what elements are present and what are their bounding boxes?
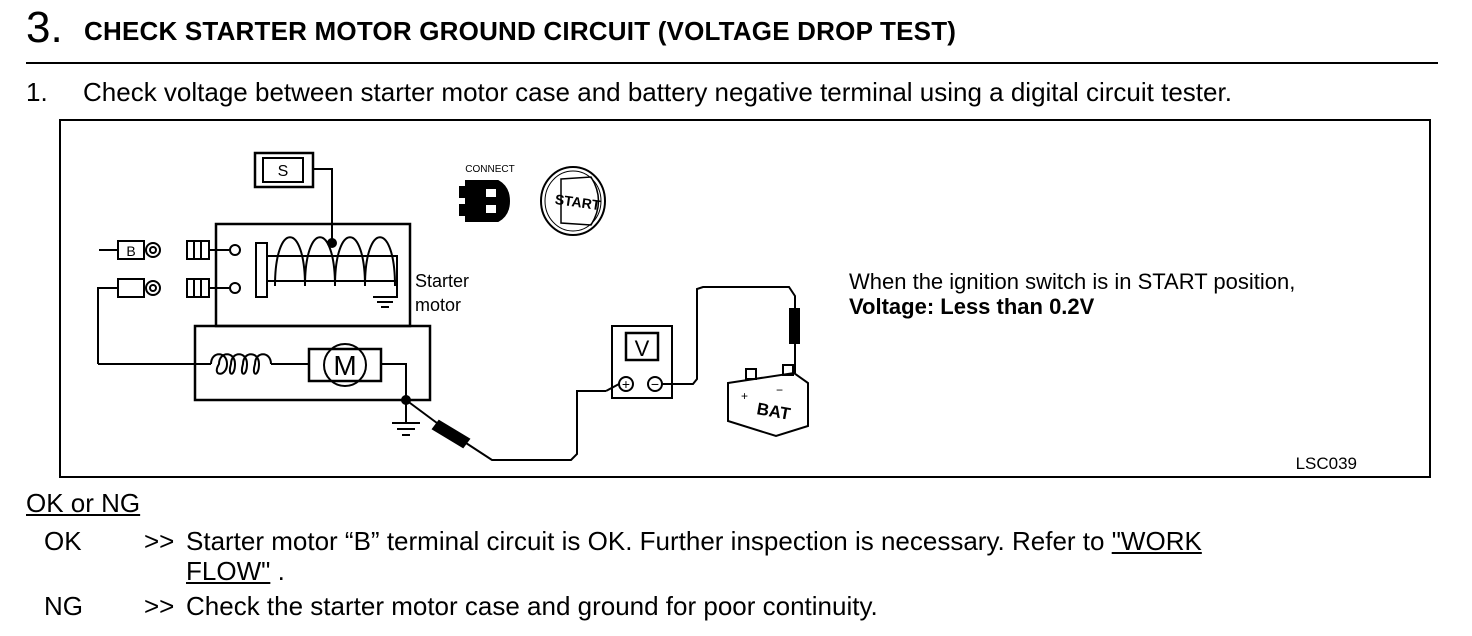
solenoid-contacts [186,240,241,298]
voltmeter: V + − [611,325,673,399]
starter-motor-label-line2: motor [415,295,461,315]
figure-code: LSC039 [1295,454,1357,473]
battery-label: BAT [755,399,792,424]
step-title: CHECK STARTER MOTOR GROUND CIRCUIT (VOLT… [84,16,957,46]
voltmeter-minus-label: − [651,376,659,392]
result-title: OK or NG [26,488,141,518]
battery-icon: + − BAT [727,364,809,438]
wiring-diagram: S [97,151,809,461]
battery-probe [789,308,800,373]
step-number: 3. [26,3,63,52]
starter-motor-label-line1: Starter [415,271,469,291]
voltmeter-label: V [635,336,650,361]
result-ng-row: NG >> Check the starter motor case and gro… [44,591,878,621]
voltage-note-condition: When the ignition switch is in START pos… [849,269,1296,294]
result-ok-row: OK >> Starter motor “B” terminal circuit i… [44,526,1202,586]
ground-probe [405,399,471,449]
voltage-note-spec: Voltage: Less than 0.2V [849,294,1095,319]
result-ng-code: NG [44,591,83,621]
result-ok-arrow: >> [144,526,175,556]
b-terminal-label: B [126,243,135,259]
connect-label: CONNECT [465,164,514,175]
starter-solenoid-housing [214,222,412,328]
solenoid-ground-icon [373,296,397,308]
result-ok-text: Starter motor “B” terminal circuit is OK… [186,526,1202,586]
instruction: 1. Check voltage between starter motor ca… [26,76,1232,108]
motor-symbol [323,343,367,387]
result-ok-text-end: . [270,556,285,586]
result-ng-text: Check the starter motor case and ground … [186,591,878,621]
instruction-number: 1. [26,77,48,107]
work-flow-link-continued[interactable]: FLOW" [186,556,271,586]
voltage-note: When the ignition switch is in START pos… [849,269,1295,319]
start-label: START [554,191,602,213]
b-terminal-connector: B [99,240,161,260]
ignition-start-icon: START [540,166,606,236]
result-ng-arrow: >> [144,591,175,621]
result-ok-code: OK [44,526,82,556]
connect-icon: CONNECT [459,164,515,222]
solenoid-coil [274,236,396,287]
result-ok-text-main: Starter motor “B” terminal circuit is OK… [186,526,1112,556]
motor-label: M [333,350,356,381]
battery-terminal-minus-label: − [776,383,783,397]
field-coil [210,353,272,375]
voltmeter-plus-label: + [622,376,630,392]
battery-terminal-plus-label: + [741,389,748,403]
wiring-diagram-figure: S [59,119,1431,478]
step-header: 3. CHECK STARTER MOTOR GROUND CIRCUIT (V… [26,0,1438,64]
plunger-plate [255,242,268,298]
s-terminal-connector: S [253,151,315,189]
field-terminal-connector [97,278,161,364]
case-ground-icon [392,422,420,436]
instruction-text: Check voltage between starter motor case… [83,77,1232,107]
s-terminal-label: S [278,163,289,180]
work-flow-link[interactable]: "WORK [1111,526,1202,556]
